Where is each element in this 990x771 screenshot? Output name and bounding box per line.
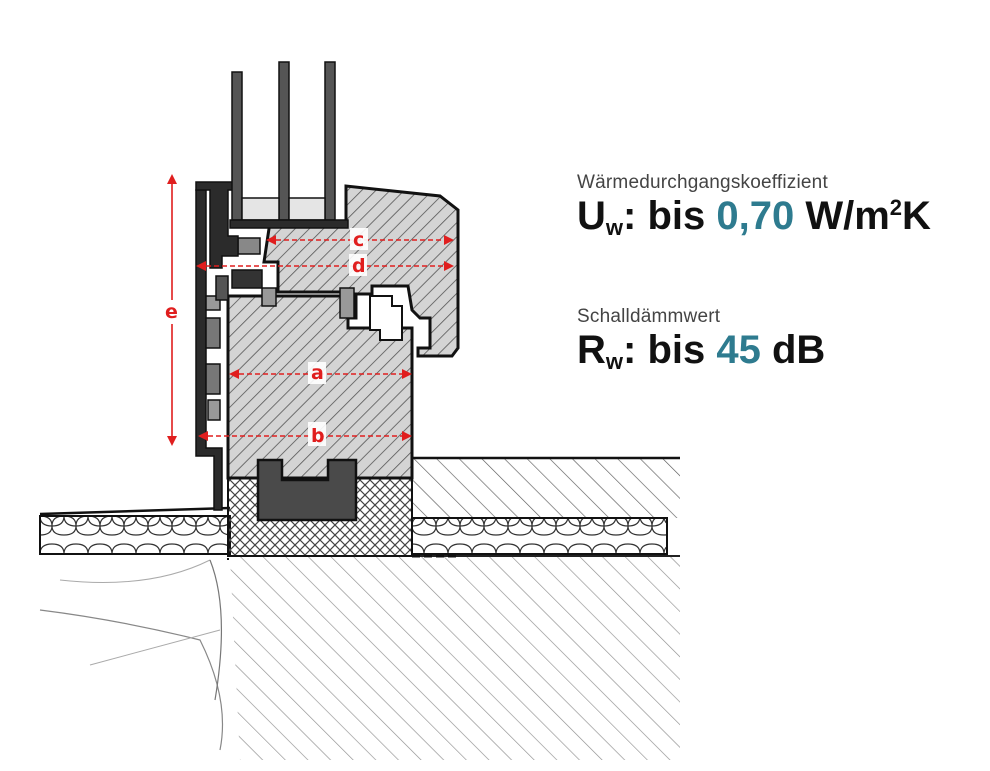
rw-unit: dB [760,328,826,372]
rw-prefix: : bis [623,328,717,372]
acoustic-spec-label: Schalldämmwert [577,306,721,327]
dimension-labels: c d a b e [162,228,368,447]
acoustic-spec-value: Rw: bis 45 dB [577,328,825,373]
uw-symbol: U [577,194,606,238]
rw-subscript: w [605,349,624,374]
dimension-label-e: e [165,301,178,323]
dimension-label-a: a [311,362,324,384]
thermal-spec-value: Uw: bis 0,70 W/m2K [577,194,931,239]
acoustic-spec: Schalldämmwert Rw: bis 45 dB [577,306,825,373]
rw-symbol: R [577,328,606,372]
uw-unit-sup: 2 [889,195,903,220]
ground-section [39,456,680,771]
thermal-spec: Wärmedurchgangskoeffizient Uw: bis 0,70 … [577,172,931,239]
dimension-label-c: c [353,229,364,251]
uw-unit-end: K [902,194,931,238]
uw-prefix: : bis [623,194,717,238]
dimension-label-d: d [352,255,366,277]
uw-value: 0,70 [716,194,795,238]
dimension-label-b: b [311,425,325,447]
rw-value: 45 [716,328,761,372]
uw-subscript: w [605,215,624,240]
thermal-spec-label: Wärmedurchgangskoeffizient [577,172,828,193]
triple-glazing [229,61,349,229]
uw-unit: W/m [794,194,890,238]
